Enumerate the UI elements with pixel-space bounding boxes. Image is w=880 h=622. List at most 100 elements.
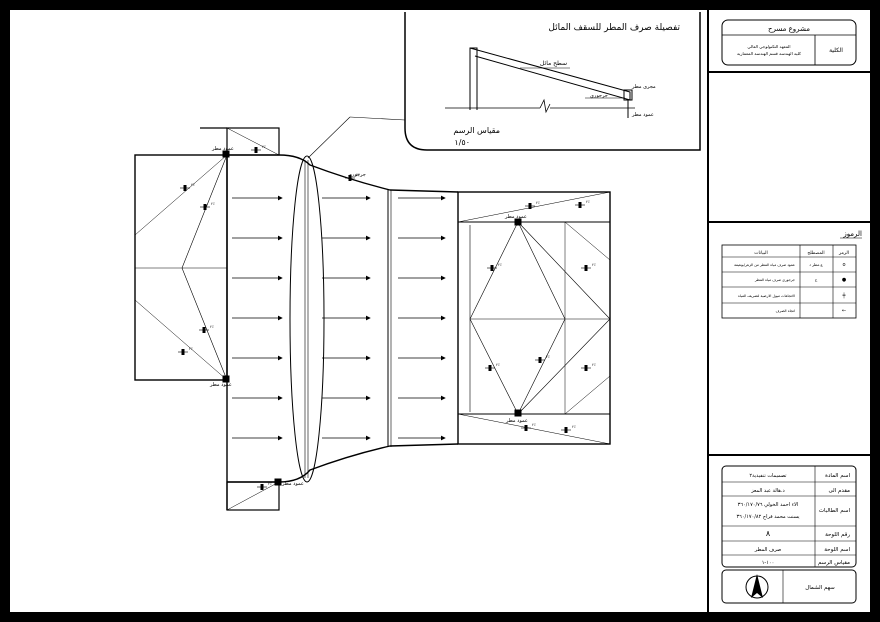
top-left-diag [226,127,280,156]
north-label: سهم الشمال [805,585,835,591]
legend-symbol: ╪ [841,292,846,299]
hall-bottom-wall [227,443,459,483]
stage-diamond-left [469,221,566,415]
project-title: مشروع مسرح [768,25,810,33]
detail-leader-2 [307,116,351,159]
slope-label: ٢٪ [496,363,500,367]
slope-mark: ٢٪ [521,423,536,431]
slope-label: ٢٪ [536,201,540,205]
title-block [707,10,870,612]
left-valley [181,154,228,381]
stage-bottom-strip [457,413,611,445]
drawing-sheet: تفصيلة صرف المطر للسقف المائل سطح مائل م… [10,10,870,612]
north-arrow-icon [745,574,769,599]
plan-label-rain-pipe: عمود مطر [504,214,527,220]
slope-mark: ٢٪ [561,425,576,433]
plan-label-gargoyle: جرجوري [348,172,366,178]
label-sloped-roof: سطح مائل [540,60,567,67]
slope-label: ٢٪ [592,363,596,367]
info-label: اسم الطالبات [819,508,851,514]
faculty-label: الكلية [829,47,843,54]
detail-sloped-roof [469,47,631,101]
info-table [721,465,857,568]
label-gargoyle: جرجوري [590,93,608,99]
legend-description: جرجوري صرف مياه المطر [754,278,795,282]
rain-pipe-marker [274,478,282,486]
slope-mark: ٢٪ [178,347,193,355]
legend-description: عمود صرف مياه المطر من الزهر/بوهيمة [734,263,795,267]
label-rain-gutter: مجرى مطر [631,84,656,90]
institute-line-1: المعهد التكنولوجي العالي [747,44,790,49]
hall-top-wall [227,154,459,193]
slope-mark: ٢٪ [251,145,266,153]
stage-hip-1 [564,221,611,261]
project-box [721,19,857,66]
detail-wall [469,47,478,110]
info-value: ٨ [766,529,771,538]
info-value: يسنت محمد فراج ٣٦٠/١٧٠/٨٢ [736,514,800,520]
legend-header-description: البيانات [754,251,768,256]
detail-scale-label: مقياس الرسم [453,126,500,135]
slope-label: ٢٪ [532,423,536,427]
slope-mark: ٢٪ [257,482,272,490]
info-label: اسم المادة [825,473,850,479]
institute-line-2: كلية الهندسة قسم الهندسة المعمارية [737,51,801,56]
drawing-canvas: تفصيلة صرف المطر للسقف المائل سطح مائل م… [134,10,870,612]
slope-label: ٢٪ [210,325,214,329]
legend-title: الرموز [842,230,862,238]
plan-label-rain-pipe: عمود مطر [211,146,234,152]
legend-description: الاتجاهات ميول الارضية لتصريف المياه [738,294,795,298]
legend-term: ج [815,277,818,282]
slope-mark: ٢٪ [199,325,214,333]
roof-drainage-detail: تفصيلة صرف المطر للسقف المائل سطح مائل م… [307,12,701,159]
slope-label: ٢٪ [546,355,550,359]
slope-label: ٢٪ [189,347,193,351]
detail-break [539,98,551,114]
slope-mark: ٢٪ [525,201,540,209]
info-label: رقم اللوحة [825,532,850,538]
rain-pipe-marker [514,409,522,417]
slope-mark: ٢٪ [180,183,195,191]
info-value: ١٠٠-١ [762,560,775,566]
plan-label-rain-pipe: عمود مطر [505,418,528,424]
slope-mark: ٢٪ [345,173,360,181]
plan-labels: عمود مطر عمود مطر عمود مطر عمود مطر عمود… [209,146,528,487]
slope-mark: ٢٪ [487,263,502,271]
slope-label: ٢٪ [262,145,266,149]
legend-symbol: ← [842,308,846,314]
info-value: الاء احمد الخولي ٣٦٠/١٧٠/٧٦ [738,502,799,508]
stage-bottom-diag [457,413,611,445]
rain-pipe-marker [222,150,230,158]
flow-arrows [232,195,446,441]
slope-label: ٢٪ [572,425,576,429]
info-label: اسم اللوحة [824,547,850,553]
slope-mark: ٢٪ [581,363,596,371]
left-hip-top [134,154,228,236]
slope-mark: ٢٪ [535,355,550,363]
plan-label-rain-pipe: عمود مطر [281,481,304,487]
plan-label-rain-pipe: عمود مطر [209,382,232,388]
stage-hip-2 [564,375,611,415]
detail-title: تفصيلة صرف المطر للسقف المائل [548,23,680,33]
title-block-text: مشروع مسرح الكلية المعهد التكنولوجي العا… [737,25,862,256]
north-arrow-head [751,574,763,598]
detail-leader [349,116,406,121]
legend-symbol: ● [842,277,847,283]
slope-label: ٢٪ [268,482,272,486]
stage-top-strip [457,191,611,223]
slope-label: ٢٪ [592,263,596,267]
slope-mark: ٢٪ [581,263,596,271]
legend-header-term: المصطلح [807,251,824,256]
proscenium-ellipse [289,155,325,483]
slope-label: ٢٪ [211,202,215,206]
slope-mark: ٢٪ [575,200,590,208]
slope-label: ٢٪ [191,183,195,187]
info-value: صرف المطر [754,547,781,553]
slope-label: ٢٪ [498,263,502,267]
bottom-left-roof [226,481,280,511]
label-rain-pipe: عمود مطر [631,112,654,118]
legend-term: ع.مطر د [809,262,823,267]
info-label: مقدم الى [828,488,850,494]
